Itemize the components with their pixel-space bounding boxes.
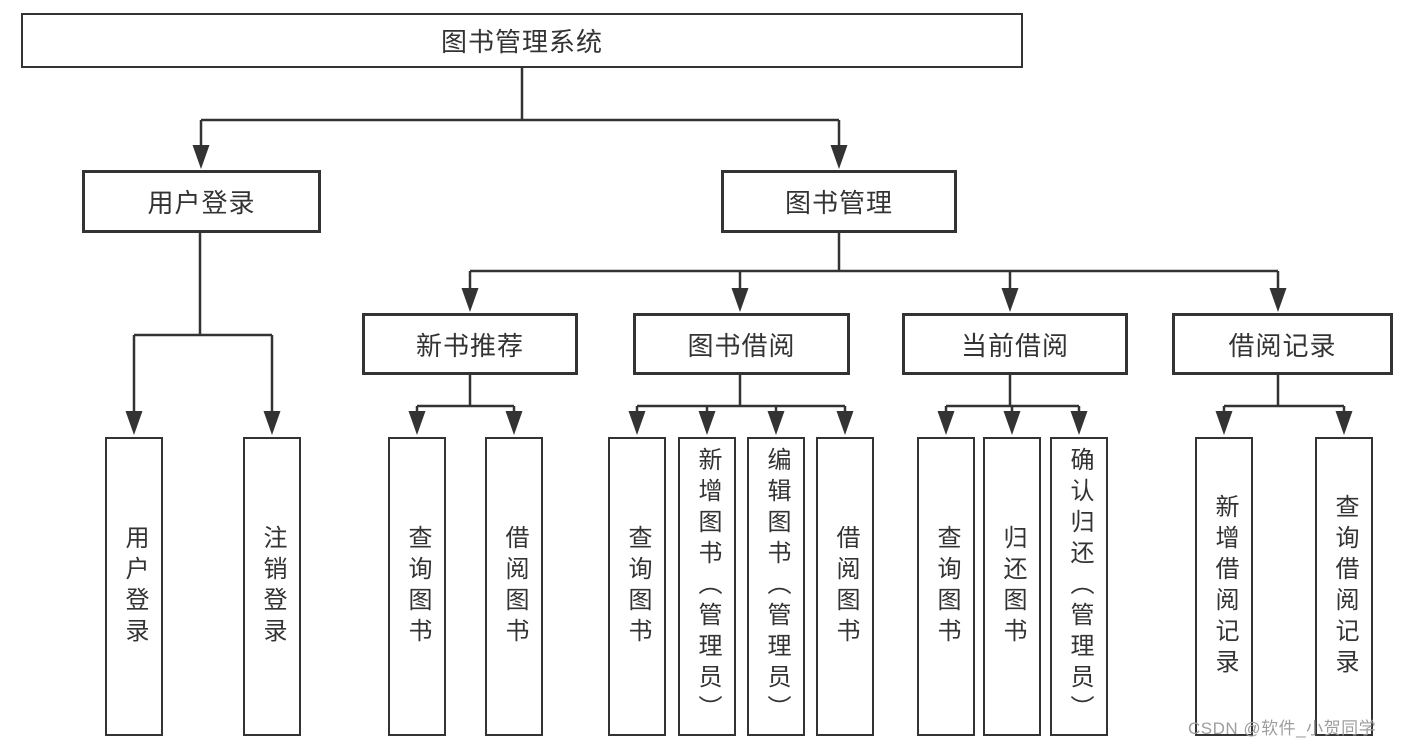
node-current-borrowing: 当前借阅 xyxy=(902,313,1128,375)
leaf-logout: 注销登录 xyxy=(243,437,301,736)
node-new-book-recommendation: 新书推荐 xyxy=(362,313,578,375)
leaf-label: 注销登录 xyxy=(259,524,286,649)
leaf-return-books: 归还图书 xyxy=(983,437,1041,736)
node-label: 当前借阅 xyxy=(960,330,1069,361)
leaf-query-books-borrowing: 查询图书 xyxy=(608,437,666,736)
node-label: 图书管理 xyxy=(784,188,893,218)
csdn-watermark: CSDN @软件_小贺同学 xyxy=(1188,719,1377,738)
node-library-management-system: 图书管理系统 xyxy=(21,13,1023,68)
leaf-borrow-books-recommend: 借阅图书 xyxy=(485,437,543,736)
node-label: 图书管理系统 xyxy=(440,27,603,57)
leaf-label: 编辑图书（管理员） xyxy=(763,447,790,726)
leaf-label: 确认归还（管理员） xyxy=(1066,447,1093,726)
node-label: 借阅记录 xyxy=(1228,330,1337,361)
tree-edges xyxy=(132,68,1346,415)
node-label: 新书推荐 xyxy=(415,330,524,361)
leaf-edit-books-admin: 编辑图书（管理员） xyxy=(747,437,805,736)
leaf-borrow-books: 借阅图书 xyxy=(816,437,874,736)
node-label: 用户登录 xyxy=(147,188,256,218)
leaf-label: 新增图书（管理员） xyxy=(694,447,721,726)
leaf-query-books-current: 查询图书 xyxy=(917,437,975,736)
node-label: 图书借阅 xyxy=(687,330,796,361)
leaf-user-login: 用户登录 xyxy=(105,437,163,736)
leaf-label: 查询借阅记录 xyxy=(1331,493,1358,680)
leaf-query-books-recommend: 查询图书 xyxy=(388,437,446,736)
leaf-label: 用户登录 xyxy=(121,524,148,649)
leaf-add-borrow-record: 新增借阅记录 xyxy=(1195,437,1253,736)
leaf-label: 借阅图书 xyxy=(832,524,859,649)
node-borrowing-records: 借阅记录 xyxy=(1172,313,1393,375)
leaf-label: 查询图书 xyxy=(933,524,960,649)
leaf-label: 借阅图书 xyxy=(501,524,528,649)
leaf-label: 归还图书 xyxy=(999,524,1026,649)
node-book-management: 图书管理 xyxy=(721,170,957,233)
leaf-label: 查询图书 xyxy=(404,524,431,649)
leaf-confirm-return-admin: 确认归还（管理员） xyxy=(1050,437,1108,736)
leaf-query-borrow-record: 查询借阅记录 xyxy=(1315,437,1373,736)
leaf-label: 新增借阅记录 xyxy=(1211,493,1238,680)
node-user-login: 用户登录 xyxy=(82,170,321,233)
leaf-add-books-admin: 新增图书（管理员） xyxy=(678,437,736,736)
arrow-heads xyxy=(125,145,1353,435)
node-book-borrowing: 图书借阅 xyxy=(633,313,850,375)
leaf-label: 查询图书 xyxy=(624,524,651,649)
